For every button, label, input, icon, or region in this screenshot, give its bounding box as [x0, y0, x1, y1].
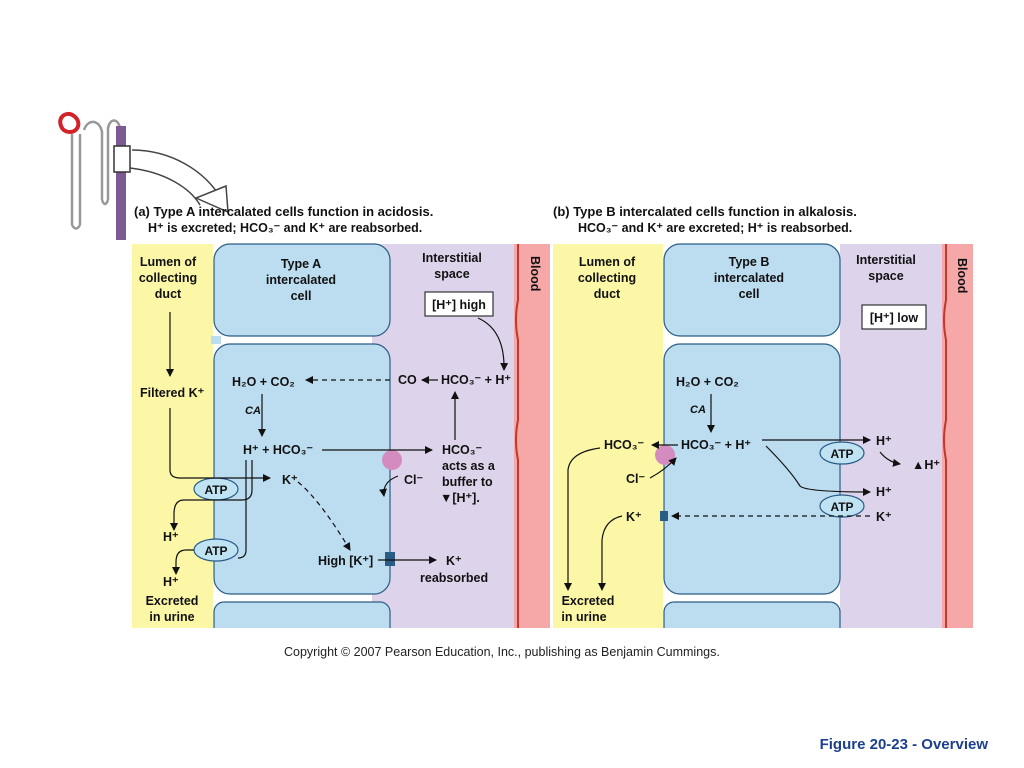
panel-a-hco3-h: HCO₃⁻ + H⁺ [441, 373, 511, 387]
panel-a-subtitle: H⁺ is excreted; HCO₃⁻ and K⁺ are reabsor… [148, 221, 422, 235]
panel-a-buffer-2: buffer to [442, 475, 493, 489]
panel-b-hco3-lumen: HCO₃⁻ [604, 438, 645, 452]
panel-b-hplus-low-box: [H⁺] low [870, 311, 919, 325]
panel-b-blood-label: Blood [955, 258, 969, 293]
panel-a-cell-label-1: Type A [281, 257, 321, 271]
copyright-text: Copyright © 2007 Pearson Education, Inc.… [284, 645, 720, 659]
panel-b-interstitial-label-2: space [868, 269, 903, 283]
panel-a-cell-label-2: intercalated [266, 273, 336, 287]
panel-a-atp-2: ATP [204, 544, 227, 558]
panel-a-ca: CA [245, 405, 261, 417]
panel-a-hco3-right: HCO₃⁻ [442, 443, 483, 457]
panel-a-h-lumen-1: H⁺ [163, 530, 179, 544]
panel-a-title: (a) Type A intercalated cells function i… [134, 204, 433, 219]
panel-a-k-reabsorbed: K⁺ [446, 554, 462, 568]
panel-a-lumen-label-1: Lumen of [140, 255, 197, 269]
panel-a-buffer-1: acts as a [442, 459, 496, 473]
panel-b-cell-label-2: intercalated [714, 271, 784, 285]
panel-a-high-k: High [K⁺] [318, 554, 373, 568]
panel-b-lumen-label-3: duct [594, 287, 621, 301]
panel-b-k-lumen: K⁺ [626, 510, 642, 524]
panel-b-k-right: K⁺ [876, 510, 892, 524]
figure-label: Figure 20-23 - Overview [819, 736, 988, 753]
panel-b-h-up: ▲H⁺ [912, 458, 940, 472]
panel-b-cell-label-1: Type B [729, 255, 770, 269]
panel-b-cl: Cl⁻ [626, 472, 646, 486]
panel-a-co: CO [398, 373, 417, 387]
panel-a-cl: Cl⁻ [404, 473, 424, 487]
panel-b-title: (b) Type B intercalated cells function i… [553, 204, 857, 219]
panel-b-h2o-co2: H₂O + CO₂ [676, 375, 739, 389]
panel-a-excreted-1: Excreted [146, 594, 199, 608]
panel-a-lumen-label-3: duct [155, 287, 182, 301]
panel-b-lumen-label-1: Lumen of [579, 255, 636, 269]
panel-b-lumen-label-2: collecting [578, 271, 636, 285]
panel-a-k-cell: K⁺ [282, 473, 298, 487]
panel-a-buffer-h: ▼[H⁺]. [440, 491, 480, 505]
panel-b-interstitial-label-1: Interstitial [856, 253, 916, 267]
panel-a-h-hco3: H⁺ + HCO₃⁻ [243, 443, 313, 457]
panel-a-exchanger [382, 450, 402, 470]
panel-a-excreted-2: in urine [149, 610, 194, 624]
panel-b-subtitle: HCO₃⁻ and K⁺ are excreted; H⁺ is reabsor… [578, 221, 852, 235]
panel-b-atp-pump-1 [819, 441, 865, 465]
panel-a-blood-label: Blood [528, 256, 542, 291]
panel-a-cell-label-3: cell [291, 289, 312, 303]
panel-b [550, 243, 980, 648]
nephron-illustration [58, 111, 229, 240]
panel-b-hco3-h: HCO₃⁻ + H⁺ [681, 438, 751, 452]
panel-b-h-right-2: H⁺ [876, 485, 892, 499]
panel-a-arrows [166, 312, 509, 575]
panel-b-cell-label-3: cell [739, 287, 760, 301]
panel-a-k-channel [385, 552, 395, 566]
panel-b-excreted-1: Excreted [562, 594, 615, 608]
panel-a-h2o-co2: H₂O + CO₂ [232, 375, 295, 389]
panel-b-k-channel [660, 511, 668, 521]
panel-a-reabsorbed: reabsorbed [420, 571, 488, 585]
panel-a-interstitial-label-1: Interstitial [422, 251, 482, 265]
panel-a-atp-1: ATP [204, 483, 227, 497]
panel-b-atp-1: ATP [830, 447, 853, 461]
panel-b-atp-2: ATP [830, 500, 853, 514]
panel-a-filtered-k: Filtered K⁺ [140, 386, 205, 400]
panel-b-ca: CA [690, 404, 706, 416]
panel-b-arrows [564, 394, 901, 591]
panel-b-excreted-2: in urine [561, 610, 606, 624]
panel-a-hplus-high-box: [H⁺] high [432, 298, 486, 312]
panel-a-lumen-label-2: collecting [139, 271, 197, 285]
panel-b-h-right-1: H⁺ [876, 434, 892, 448]
panel-a-interstitial-label-2: space [434, 267, 469, 281]
panel-a-h-lumen-2: H⁺ [163, 575, 179, 589]
panel-b-atp-pump-2 [819, 494, 865, 518]
